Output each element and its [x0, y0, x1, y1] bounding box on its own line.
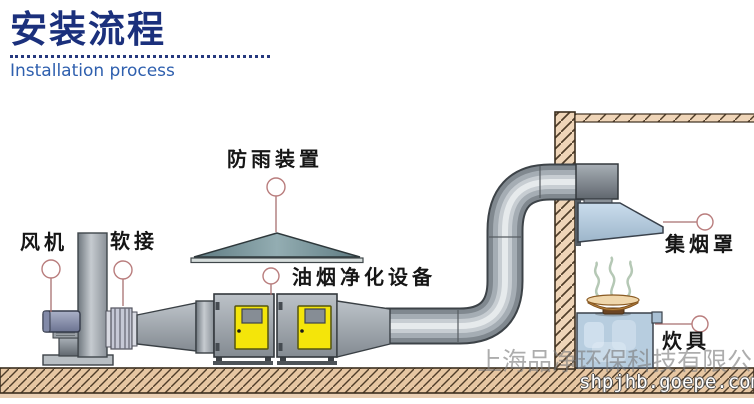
inlet-cone: [136, 302, 197, 352]
callout-circle-soft-connection: [113, 260, 133, 280]
wall-duct-box: [575, 163, 619, 200]
stove-sheen-1: [584, 322, 604, 348]
bellows-ridges: [114, 308, 130, 349]
unit2-leg-left: [280, 356, 286, 363]
unit2-leg-right: [328, 356, 334, 363]
fan-assembly: [42, 232, 114, 366]
unit1-hinge-bottom: [215, 343, 220, 351]
ground-soil-strip: [0, 393, 754, 398]
unit1-leg-left: [216, 356, 222, 363]
unit1-hinge-top: [215, 302, 220, 310]
inlet-duct-stub: [195, 300, 215, 354]
stove-side-lip: [651, 311, 663, 324]
unit2-hinge-bottom: [278, 343, 283, 351]
unit1-door-window: [241, 308, 263, 324]
label-purifier: 油烟净化设备: [292, 265, 436, 289]
unit2-door-handle: [300, 329, 304, 333]
rain-cover-device: [190, 232, 364, 264]
steam-wisp-2: [608, 256, 616, 298]
callout-circle-purifier: [262, 267, 280, 285]
page-header: 安装流程 Installation process: [10, 8, 270, 81]
stove-sheen-2: [612, 320, 636, 350]
ground: [0, 367, 754, 398]
pipe-seams: [457, 166, 541, 342]
steam: [593, 256, 634, 298]
watermark-company: 上海品净环保科技有限公司: [477, 347, 754, 376]
label-cookware: 炊具: [662, 329, 710, 353]
unit2-hinge-top: [278, 302, 283, 310]
fan-chimney-duct: [77, 232, 108, 358]
outlet-cone: [336, 300, 391, 358]
pipe-highlight: [386, 179, 592, 329]
label-fan: 风机: [20, 230, 68, 254]
bellows-flange-right: [131, 311, 138, 347]
ground-hatch-band: [0, 367, 754, 394]
kitchen-ceiling: [574, 113, 754, 123]
unit1-base-bar: [213, 361, 273, 365]
stove-sheen-3: [592, 342, 626, 362]
unit1-leg-right: [265, 356, 271, 363]
label-hood: 集烟罩: [665, 232, 737, 256]
unit2-door-window: [304, 308, 326, 324]
steam-wisp-1: [593, 261, 601, 297]
stove-and-cookware: [576, 294, 663, 369]
pot-rim: [586, 294, 640, 306]
soft-connection: [105, 307, 138, 350]
watermark-website: shpjhb.goepe.com: [579, 371, 754, 393]
purifier-unit-2: [276, 293, 338, 365]
rain-cover-roof: [193, 232, 361, 258]
purifier-unit-1: [213, 293, 275, 365]
fan-motor-cap: [42, 310, 51, 333]
label-soft-connection: 软接: [110, 229, 158, 253]
callout-circle-fan: [41, 259, 61, 279]
steam-wisp-3: [626, 260, 634, 297]
exhaust-hood: [577, 202, 664, 243]
page-title: 安装流程: [10, 8, 166, 51]
bellows-flange-left: [105, 310, 112, 348]
callout-circle-rain-cover: [266, 177, 286, 197]
unit2-base-bar: [277, 361, 337, 365]
pot-bowl: [587, 300, 639, 311]
page-subtitle: Installation process: [10, 60, 175, 81]
fan-bracket-ribs: [56, 332, 75, 336]
title-dotted-rule: [10, 52, 270, 58]
label-rain-cover: 防雨装置: [227, 147, 323, 171]
kitchen-wall: [554, 111, 576, 370]
exhaust-pipe: [386, 163, 592, 345]
callouts: [41, 177, 714, 333]
rain-cover-base: [190, 257, 364, 264]
fan-pedestal: [58, 337, 79, 357]
callout-circle-hood: [696, 213, 714, 231]
unit1-door-handle: [237, 329, 241, 333]
callout-circle-cookware: [691, 315, 709, 333]
